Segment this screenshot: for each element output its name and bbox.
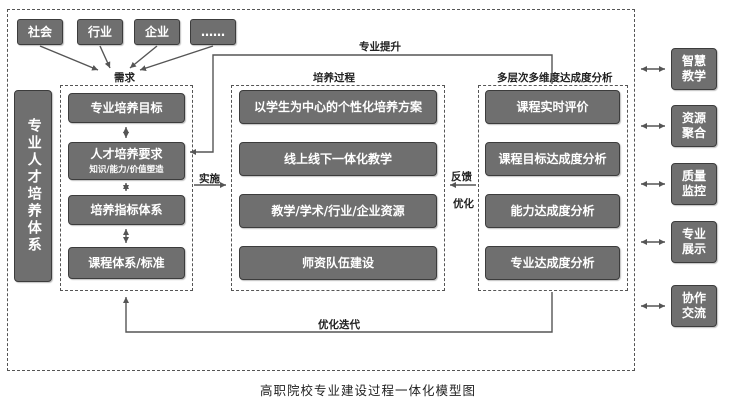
right-major-showcase: 专业展示 xyxy=(671,221,717,263)
process-plan-box: 以学生为中心的个性化培养方案 xyxy=(239,90,437,124)
arrow-promotion xyxy=(190,54,553,155)
arrow-society-demand xyxy=(39,45,99,71)
process-label: 培养过程 xyxy=(313,72,355,84)
talent-requirements-box: 人才培养要求 知识/能力/价值塑造 xyxy=(68,142,185,180)
right-collaboration: 协作交流 xyxy=(671,285,717,327)
arrow-enterprise-demand xyxy=(129,45,158,69)
process-resources-box: 教学/学术/行业/企业资源 xyxy=(239,194,437,228)
right-resource-aggregation: 资源聚合 xyxy=(671,105,717,147)
arrow-industry-demand xyxy=(99,45,111,69)
demand-label: 需求 xyxy=(114,72,135,84)
right-quality-monitoring: 质量监控 xyxy=(671,163,717,205)
right-smart-teaching: 智慧教学 xyxy=(671,48,717,90)
analysis-realtime-box: 课程实时评价 xyxy=(485,90,620,124)
arrow-more-demand xyxy=(139,45,214,71)
talent-requirements-title: 人才培养要求 xyxy=(90,146,163,161)
analysis-ability-box: 能力达成度分析 xyxy=(485,194,620,228)
analysis-label: 多层次多维度达成度分析 xyxy=(497,72,613,84)
optimize-label: 优化 xyxy=(453,198,474,210)
source-industry: 行业 xyxy=(77,19,123,45)
professional-goal-box: 专业培养目标 xyxy=(68,93,185,123)
promotion-label: 专业提升 xyxy=(359,41,401,53)
talent-system-box: 专业人才培养体系 xyxy=(14,90,52,282)
source-society: 社会 xyxy=(17,19,63,45)
analysis-group xyxy=(478,85,628,291)
implement-label: 实施 xyxy=(199,173,220,185)
requirements-group xyxy=(60,85,193,291)
iterate-label: 优化迭代 xyxy=(318,319,360,331)
process-group xyxy=(231,85,445,291)
source-enterprise: 企业 xyxy=(134,19,180,45)
process-faculty-box: 师资队伍建设 xyxy=(239,246,437,280)
figure-caption: 高职院校专业建设过程一体化模型图 xyxy=(259,383,476,398)
analysis-major-box: 专业达成度分析 xyxy=(485,246,620,280)
process-teaching-box: 线上线下一体化教学 xyxy=(239,142,437,176)
arrow-iterate xyxy=(123,292,553,333)
analysis-course-goal-box: 课程目标达成度分析 xyxy=(485,142,620,176)
index-system-box: 培养指标体系 xyxy=(68,195,185,225)
talent-requirements-sub: 知识/能力/价值塑造 xyxy=(89,164,164,175)
feedback-label: 反馈 xyxy=(451,171,472,183)
model-frame xyxy=(7,9,635,371)
source-more: …… xyxy=(190,19,236,45)
course-system-box: 课程体系/标准 xyxy=(68,247,185,279)
